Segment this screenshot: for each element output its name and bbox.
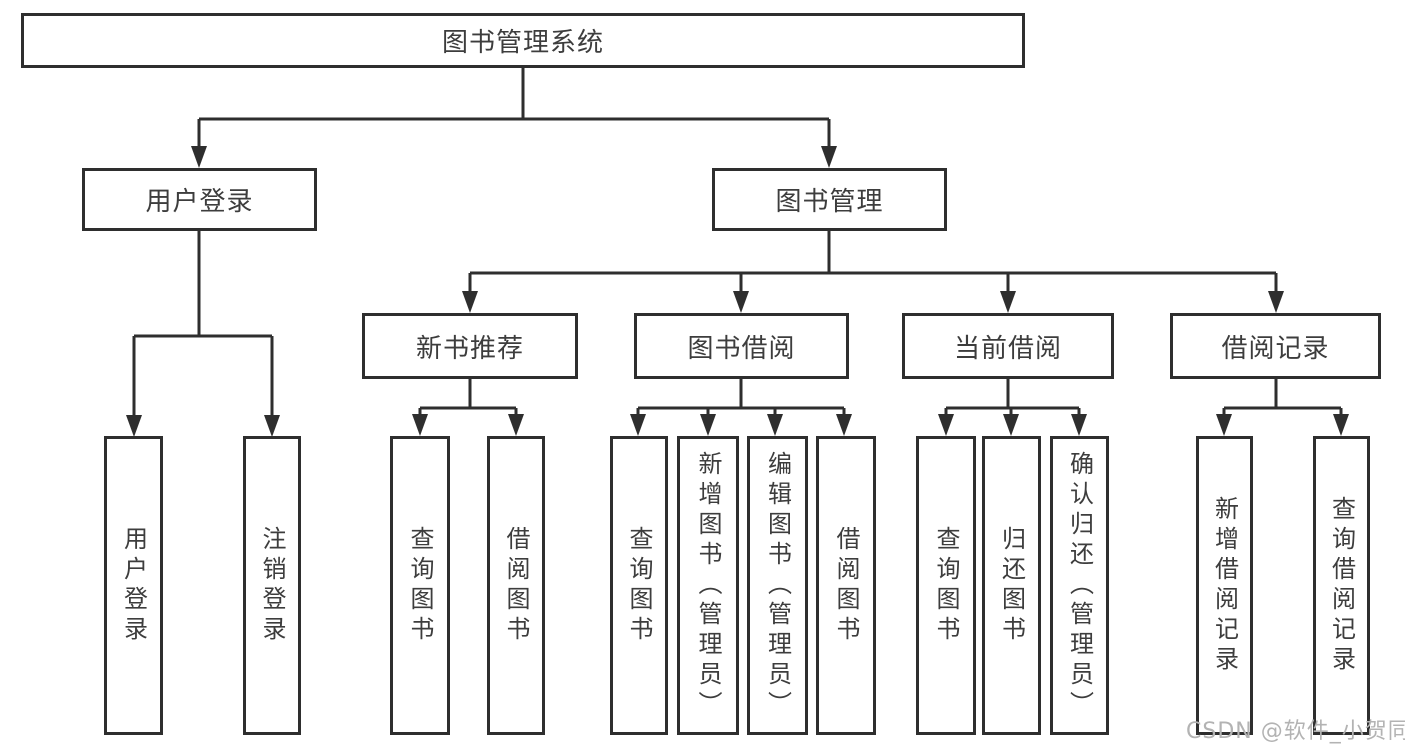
node-borrow-record: 借阅记录 — [1170, 313, 1381, 379]
leaf-label: 借阅图书 — [832, 525, 860, 646]
leaf-label: 注销登录 — [258, 525, 286, 646]
leaf-query-book-1: 查询图书 — [390, 436, 450, 735]
leaf-add-book-admin: 新增图书（管理员） — [677, 436, 739, 735]
node-label: 新书推荐 — [415, 333, 524, 364]
node-root: 图书管理系统 — [21, 13, 1025, 68]
node-current-borrow: 当前借阅 — [902, 313, 1114, 379]
leaf-add-borrow-record: 新增借阅记录 — [1196, 436, 1253, 735]
leaf-query-book-2: 查询图书 — [610, 436, 668, 735]
leaf-query-book-3: 查询图书 — [916, 436, 976, 735]
leaf-edit-book-admin: 编辑图书（管理员） — [747, 436, 808, 735]
leaf-borrow-book-1: 借阅图书 — [487, 436, 545, 735]
csdn-watermark: CSDN @软件_小贺同学 — [1186, 719, 1405, 744]
node-book-mgmt-label: 图书管理 — [775, 187, 884, 217]
leaf-label: 新增图书（管理员） — [694, 450, 722, 721]
node-label: 借阅记录 — [1221, 333, 1330, 364]
leaf-label: 查询借阅记录 — [1327, 495, 1356, 676]
leaf-label: 新增借阅记录 — [1210, 495, 1239, 676]
leaf-logout: 注销登录 — [243, 436, 301, 735]
leaf-label: 查询图书 — [932, 525, 960, 646]
node-root-label: 图书管理系统 — [441, 28, 604, 58]
leaf-label: 用户登录 — [119, 525, 148, 646]
arrowhead-icons — [126, 146, 1349, 437]
leaf-query-borrow-record: 查询借阅记录 — [1313, 436, 1370, 735]
leaf-borrow-book-2: 借阅图书 — [816, 436, 876, 735]
node-book-mgmt: 图书管理 — [712, 168, 947, 231]
leaf-label: 查询图书 — [406, 525, 434, 646]
node-user-login: 用户登录 — [82, 168, 317, 231]
leaf-user-login: 用户登录 — [104, 436, 163, 735]
leaf-label: 确认归还（管理员） — [1065, 450, 1094, 721]
leaf-label: 查询图书 — [625, 525, 653, 646]
node-label: 图书借阅 — [687, 333, 796, 364]
node-new-book-recommend: 新书推荐 — [362, 313, 578, 379]
leaf-label: 归还图书 — [997, 525, 1026, 646]
node-user-login-label: 用户登录 — [145, 187, 254, 217]
leaf-return-book: 归还图书 — [982, 436, 1041, 735]
node-label: 当前借阅 — [953, 333, 1062, 364]
leaf-confirm-return-admin: 确认归还（管理员） — [1050, 436, 1109, 735]
leaf-label: 借阅图书 — [502, 525, 530, 646]
leaf-label: 编辑图书（管理员） — [763, 450, 792, 721]
node-book-borrow: 图书借阅 — [634, 313, 849, 379]
